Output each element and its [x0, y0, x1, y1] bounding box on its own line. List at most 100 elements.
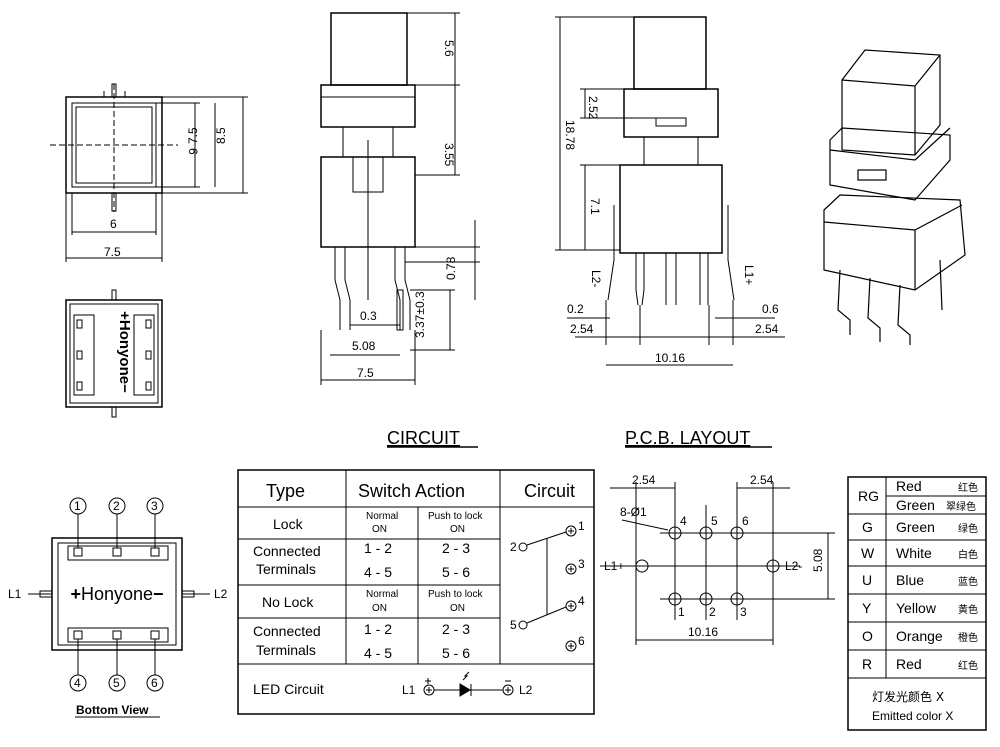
- conn-2a: Connected: [253, 623, 321, 639]
- dim-r-254b: 2.54: [755, 322, 779, 336]
- bottom-view-large: [28, 497, 210, 718]
- lock-v56: 5 - 6: [442, 564, 470, 580]
- color-table: [847, 476, 987, 731]
- label-r-l2: L2-: [589, 270, 603, 287]
- switch-circuit-symbol: [518, 525, 577, 652]
- dim-front-h6: 6: [186, 148, 200, 155]
- dim-side-508: 5.08: [352, 339, 376, 353]
- front-view: [50, 83, 248, 262]
- color-o-cn: 橙色: [958, 631, 978, 644]
- lock-on: ON: [372, 524, 387, 535]
- color-r: Red: [896, 656, 922, 672]
- conn-1b: Terminals: [256, 561, 316, 577]
- color-code-r: R: [862, 656, 872, 672]
- dim-front-h75: 7.5: [186, 127, 200, 144]
- color-code-w: W: [861, 545, 875, 561]
- dim-side-03: 0.3: [360, 309, 377, 323]
- row-led: LED Circuit: [253, 681, 324, 697]
- row-lock: Lock: [273, 516, 304, 532]
- dim-r-1878: 18.78: [563, 120, 577, 150]
- led-l2: L2: [519, 683, 533, 697]
- circ-4: 4: [578, 594, 585, 608]
- dim-r-02: 0.2: [567, 302, 584, 316]
- pin-3: 3: [151, 499, 158, 513]
- lock-on2: ON: [450, 524, 465, 535]
- pcb-254b: 2.54: [750, 473, 774, 487]
- switch-table: [237, 469, 595, 715]
- color-o: Orange: [896, 628, 943, 644]
- color-g: Green: [896, 519, 935, 535]
- dim-side-pin: 0.78: [444, 256, 458, 280]
- dim-front-h85: 8.5: [214, 127, 228, 144]
- color-footer-en: Emitted color X: [872, 709, 953, 723]
- pcb-n4: 4: [680, 514, 687, 528]
- lock-v45: 4 - 5: [364, 564, 392, 580]
- color-rg-green: Green: [896, 497, 935, 513]
- color-rg-green-cn: 翠绿色: [946, 500, 976, 513]
- th-circuit: Circuit: [524, 481, 575, 501]
- color-code-o: O: [862, 628, 873, 644]
- pcb-layout: [600, 482, 835, 645]
- color-u: Blue: [896, 572, 924, 588]
- nolock-v23: 2 - 3: [442, 621, 470, 637]
- dim-front-w75: 7.5: [104, 245, 121, 259]
- pin-l1: L1: [8, 587, 22, 601]
- dim-side-pinlen: 3.37±0.3: [413, 291, 427, 338]
- circ-6: 6: [578, 634, 585, 648]
- nolock-normal: Normal: [366, 589, 398, 600]
- nolock-push: Push to lock: [428, 589, 483, 600]
- color-code-y: Y: [862, 600, 872, 616]
- circuit-title: CIRCUIT: [387, 428, 460, 448]
- color-r-cn: 红色: [958, 659, 978, 672]
- color-code-rg: RG: [858, 488, 879, 504]
- row-nolock: No Lock: [262, 594, 314, 610]
- pcb-n1: 1: [678, 605, 685, 619]
- led-l1: L1: [402, 683, 416, 697]
- bottom-view-small: [65, 289, 163, 418]
- bottom-view-caption: Bottom View: [76, 703, 149, 717]
- pcb-l1: L1+: [604, 559, 624, 573]
- color-u-cn: 蓝色: [958, 575, 978, 588]
- dim-r-06: 0.6: [762, 302, 779, 316]
- th-action: Switch Action: [358, 481, 465, 501]
- brand-small: +Honyone−: [116, 311, 133, 393]
- nolock-v12: 1 - 2: [364, 621, 392, 637]
- isometric-view: [823, 49, 966, 345]
- nolock-v45: 4 - 5: [364, 645, 392, 661]
- dim-r-252: 2.52: [586, 96, 600, 120]
- led-symbol: [423, 671, 514, 697]
- color-code-g: G: [862, 519, 873, 535]
- color-code-u: U: [862, 572, 872, 588]
- pcb-n6: 6: [742, 514, 749, 528]
- dim-r-71: 7.1: [588, 198, 602, 215]
- dim-r-1016: 10.16: [655, 351, 685, 365]
- nolock-on2: ON: [450, 603, 465, 614]
- pcb-254a: 2.54: [632, 473, 656, 487]
- pcb-508: 5.08: [811, 548, 825, 572]
- circ-1: 1: [578, 519, 585, 533]
- pin-6: 6: [151, 676, 158, 690]
- color-g-cn: 绿色: [958, 522, 978, 535]
- pin-5: 5: [113, 676, 120, 690]
- pcb-title: P.C.B. LAYOUT: [625, 428, 750, 448]
- circ-3: 3: [578, 557, 585, 571]
- brand-large: +Honyone−: [70, 584, 163, 604]
- label-r-l1: L1+: [742, 265, 756, 285]
- dim-side-75: 7.5: [357, 366, 374, 380]
- pin-4: 4: [74, 676, 81, 690]
- lock-normal: Normal: [366, 511, 398, 522]
- pin-l2: L2: [214, 587, 228, 601]
- nolock-v56: 5 - 6: [442, 645, 470, 661]
- lock-push: Push to lock: [428, 511, 483, 522]
- lock-v23: 2 - 3: [442, 540, 470, 556]
- conn-1a: Connected: [253, 543, 321, 559]
- pin-1: 1: [74, 499, 81, 513]
- color-w: White: [896, 545, 932, 561]
- color-rg-red-cn: 红色: [958, 481, 978, 494]
- color-y: Yellow: [896, 600, 937, 616]
- color-footer-cn: 灯发光颜色 X: [872, 689, 944, 704]
- dim-front-w6: 6: [110, 217, 117, 231]
- th-type: Type: [266, 481, 305, 501]
- color-w-cn: 白色: [958, 548, 978, 561]
